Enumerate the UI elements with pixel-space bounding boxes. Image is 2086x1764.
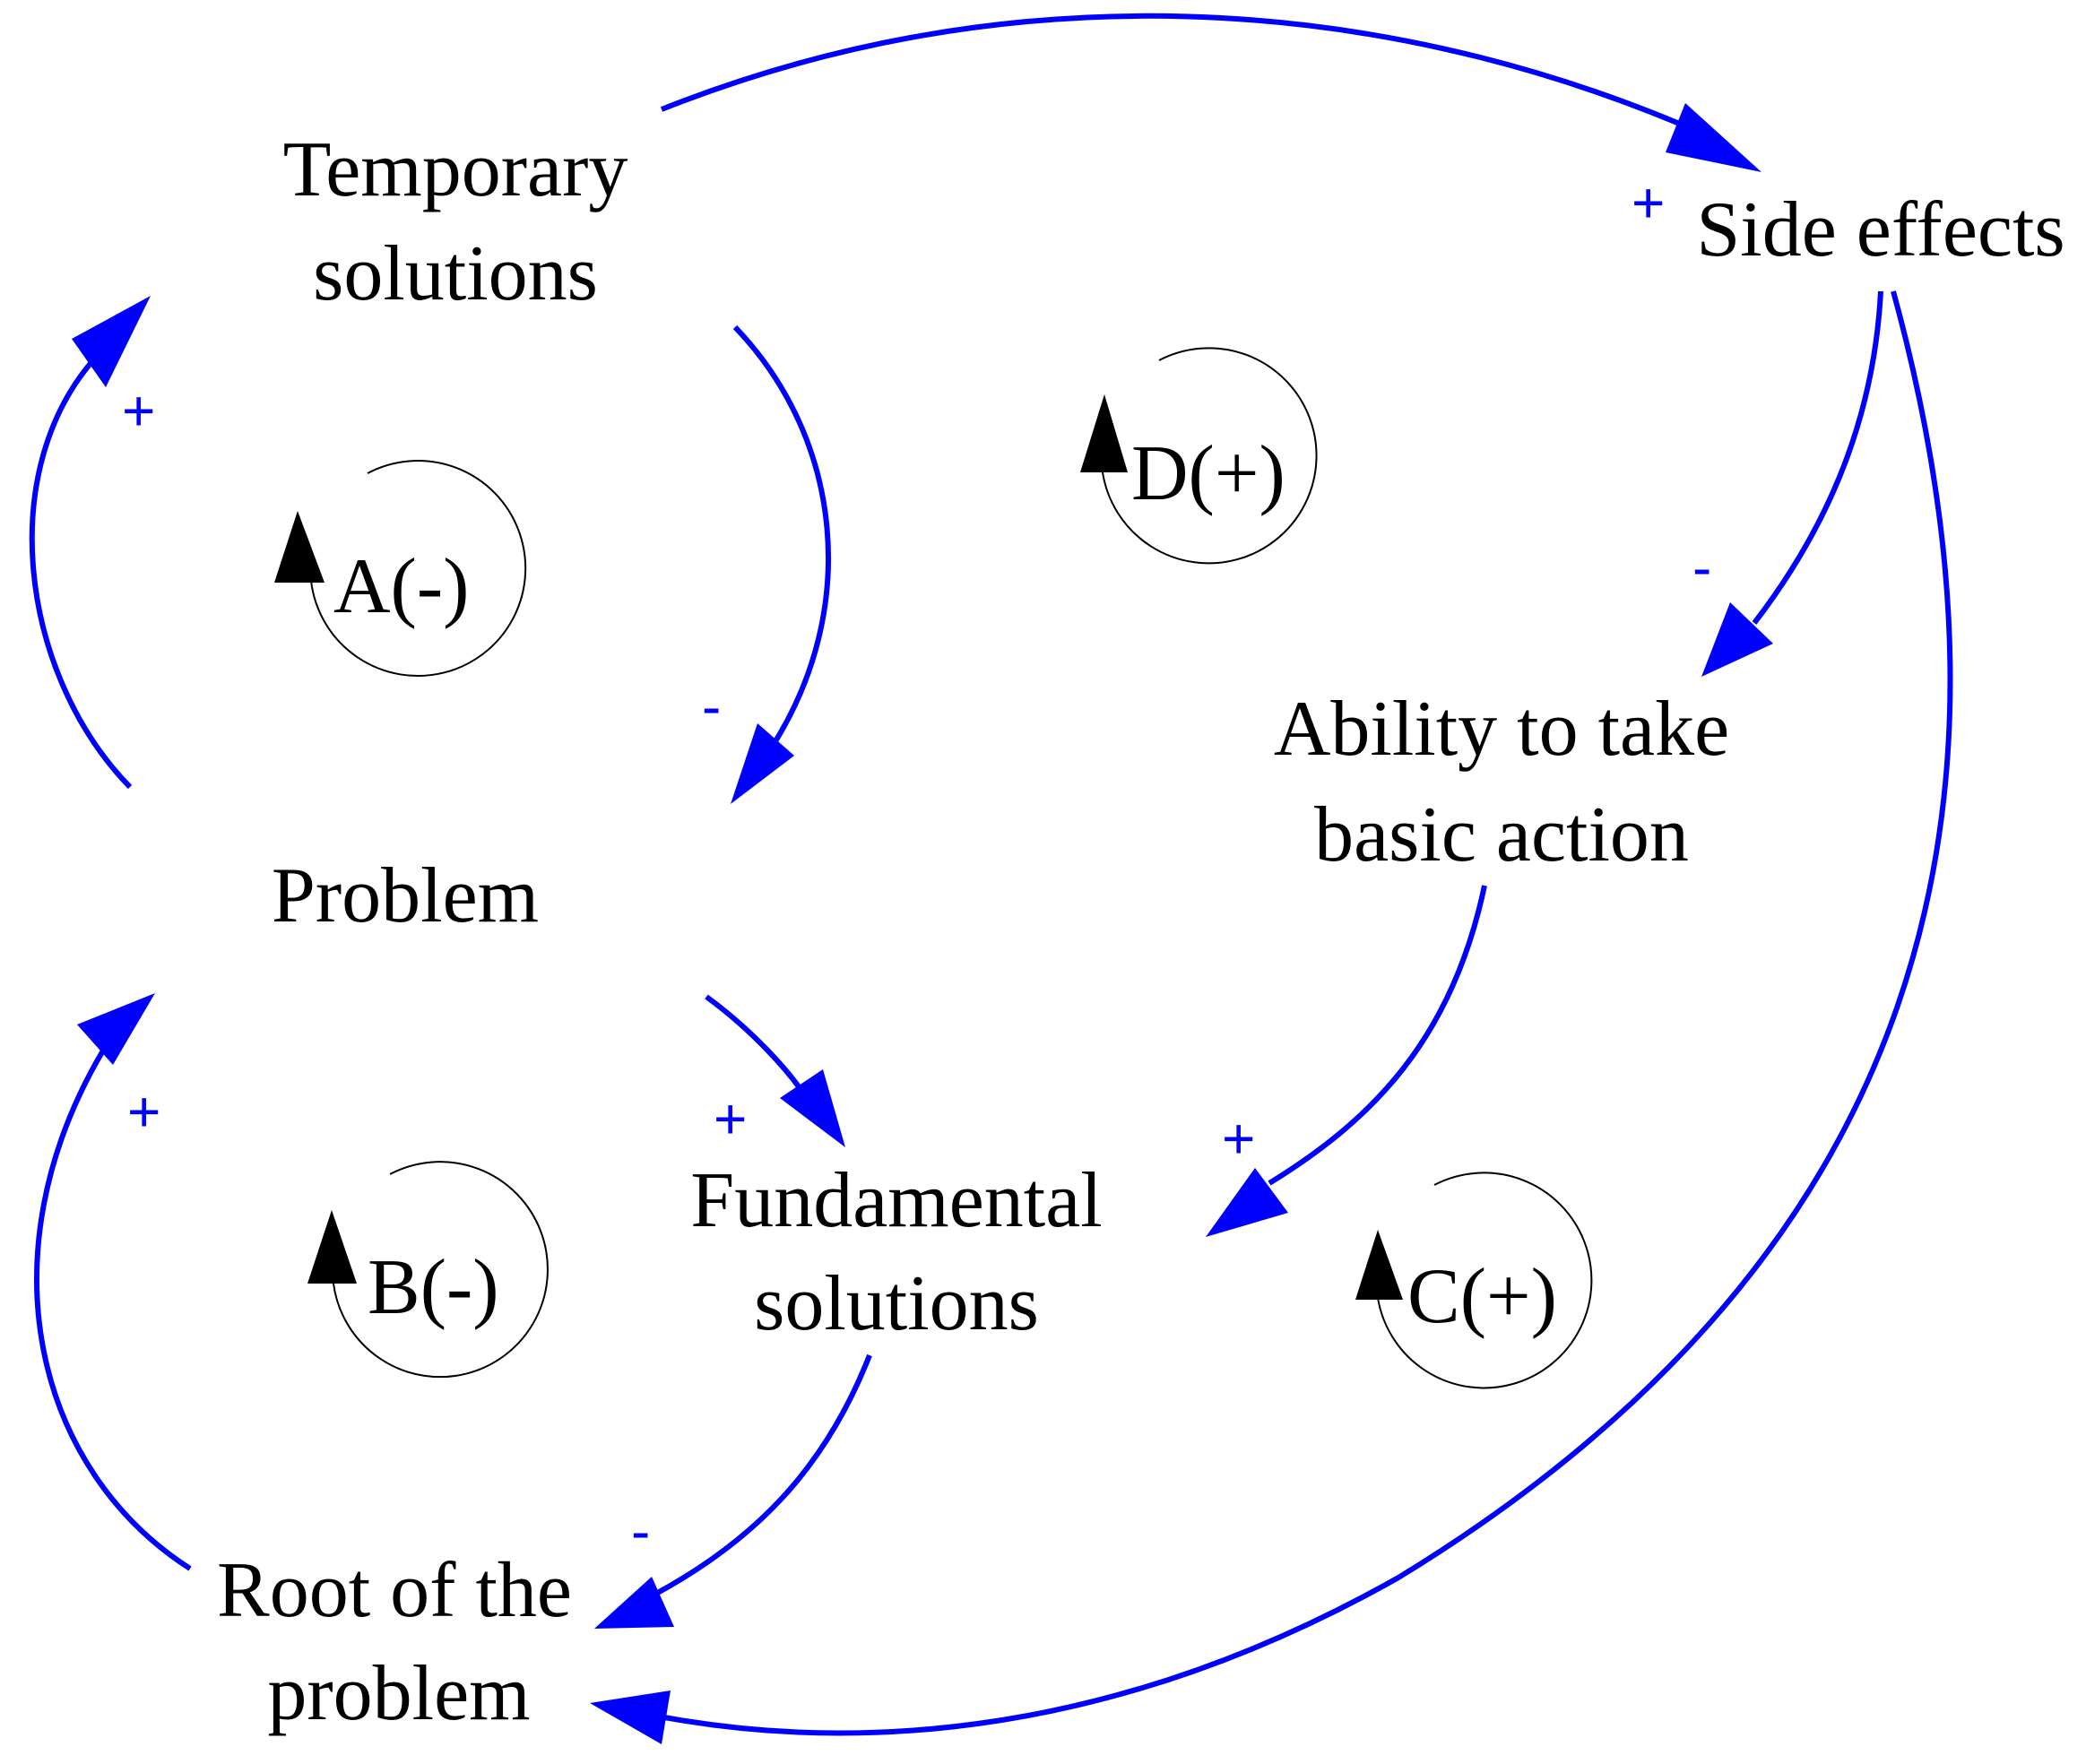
arrowhead-temporary-solutions-to-problem [731, 723, 794, 804]
link-temporary-solutions-to-side-effects [660, 13, 1696, 133]
loop-b-label: B(-) [368, 1244, 499, 1331]
arrowhead-problem-to-temporary-solutions [72, 296, 151, 387]
node-ability-line-2: basic action [1314, 791, 1689, 878]
arrowhead-fundamental-to-root [594, 1577, 674, 1629]
node-root-of-the-problem-line-1: Root of the [217, 1547, 572, 1634]
link-temporary-solutions-to-problem [732, 324, 831, 750]
polarity-temporary-to-side-effects: + [1632, 170, 1665, 235]
polarity-problem-to-temporary: + [122, 378, 155, 443]
node-ability-line-1: Ability to take [1274, 686, 1729, 773]
loop-c: C(+) [1355, 1172, 1593, 1389]
loop-a-arrow-icon [274, 511, 325, 583]
link-ability-to-fundamental [1268, 885, 1487, 1186]
node-fundamental-solutions-line-2: solutions [754, 1260, 1039, 1347]
loop-b: B(-) [307, 1161, 549, 1379]
link-root-to-problem [34, 1049, 192, 1571]
link-problem-to-temporary-solutions [29, 342, 133, 790]
polarity-temporary-to-problem: - [702, 674, 721, 739]
arrowhead-ability-to-fundamental [1206, 1168, 1288, 1237]
node-problem: Problem [272, 852, 539, 939]
arrowhead-side-effects-to-ability [1701, 602, 1773, 677]
link-side-effects-to-root [645, 290, 1953, 1736]
node-temporary-solutions-line-1: Temporary [283, 126, 628, 213]
arrowhead-root-to-problem [77, 993, 155, 1065]
loop-b-arrow-icon [307, 1210, 357, 1284]
link-problem-to-fundamental [705, 994, 809, 1100]
link-side-effects-to-ability [1752, 290, 1883, 625]
loop-d-arrow-icon [1080, 394, 1128, 472]
node-root-of-the-problem-line-2: problem [267, 1650, 530, 1737]
arrowhead-problem-to-fundamental [780, 1069, 845, 1147]
link-fundamental-to-root [651, 1353, 872, 1598]
node-fundamental-solutions-line-1: Fundamental [690, 1157, 1102, 1244]
loop-a-label: A(-) [333, 543, 469, 630]
loop-c-label: C(+) [1407, 1253, 1557, 1340]
loop-d: D(+) [1080, 347, 1318, 565]
polarity-ability-to-fundamental: + [1222, 1106, 1255, 1171]
loop-a: A(-) [274, 460, 527, 678]
loop-c-arrow-icon [1355, 1230, 1403, 1300]
node-side-effects: Side effects [1696, 186, 2064, 273]
polarity-side-effects-to-ability: - [1692, 535, 1711, 600]
polarity-problem-to-fundamental: + [714, 1086, 747, 1151]
node-temporary-solutions-line-2: solutions [313, 230, 598, 317]
polarity-root-to-problem: + [127, 1079, 160, 1144]
loop-d-label: D(+) [1131, 430, 1285, 517]
polarity-fundamental-to-root: - [631, 1499, 650, 1563]
arrowhead-temporary-solutions-to-side-effects [1666, 103, 1761, 172]
arrowhead-side-effects-to-root [590, 1690, 671, 1744]
